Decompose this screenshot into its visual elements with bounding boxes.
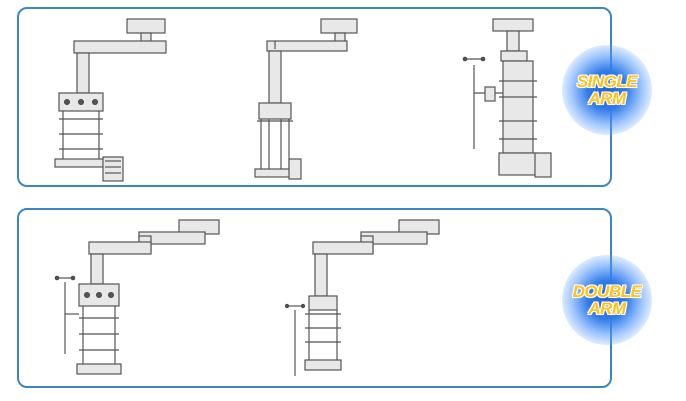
single-arm-badge-line1: SINGLE bbox=[576, 72, 638, 91]
double-arm-illustrations bbox=[54, 219, 440, 376]
double-arm-pendant-1 bbox=[54, 219, 220, 375]
double-arm-badge-text: DOUBLE ARM bbox=[562, 255, 652, 345]
single-arm-pendant-1 bbox=[54, 18, 167, 182]
double-arm-pendant-2 bbox=[284, 219, 440, 376]
single-arm-pendant-3 bbox=[462, 18, 552, 178]
double-arm-panel bbox=[17, 208, 612, 388]
single-arm-badge-line2: ARM bbox=[588, 89, 626, 108]
double-arm-badge-line2: ARM bbox=[588, 299, 626, 318]
single-arm-badge: SINGLE ARM bbox=[562, 45, 652, 135]
single-arm-pendant-2 bbox=[254, 18, 358, 180]
double-arm-badge-line1: DOUBLE bbox=[572, 282, 642, 301]
single-arm-illustrations bbox=[54, 18, 552, 182]
double-arm-badge: DOUBLE ARM bbox=[562, 255, 652, 345]
single-arm-panel bbox=[17, 7, 612, 187]
single-arm-badge-text: SINGLE ARM bbox=[562, 45, 652, 135]
